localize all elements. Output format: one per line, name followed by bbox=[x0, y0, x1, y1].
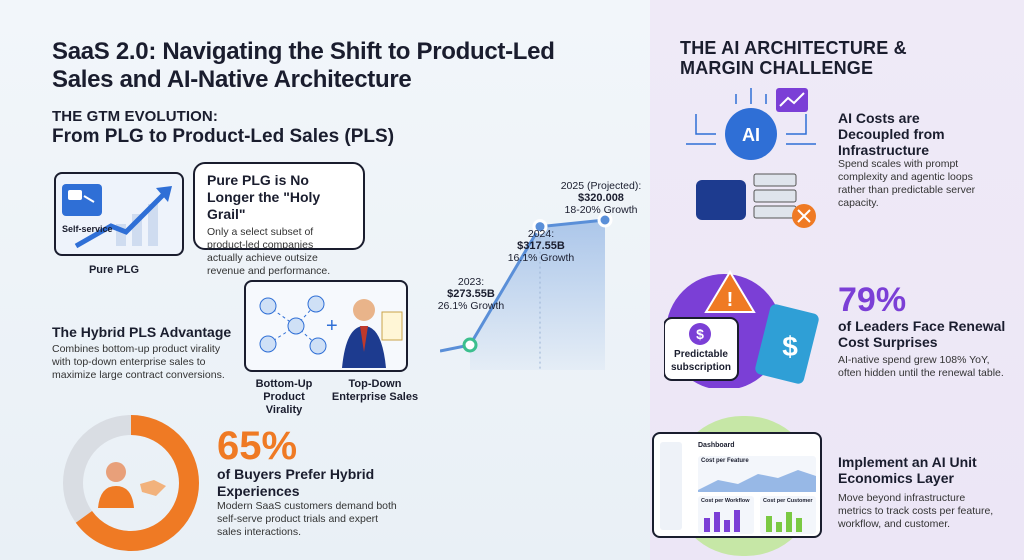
point-value-2024: $317.55B bbox=[517, 240, 565, 252]
ai-section-title: THE AI ARCHITECTURE & MARGIN CHALLENGE bbox=[680, 38, 907, 78]
dollar-icon bbox=[689, 323, 711, 345]
dashboard-sidebar bbox=[660, 442, 682, 530]
area-sparkline bbox=[698, 470, 816, 492]
market-growth-chart bbox=[440, 212, 613, 370]
plg-speech-bubble: Pure PLG is No Longer the "Holy Grail" O… bbox=[193, 162, 365, 277]
warning-icon bbox=[704, 270, 756, 313]
point-label-2024: 2024: $317.55B 16.1% Growth bbox=[504, 228, 578, 264]
dash-workflow-label: Cost per Workflow bbox=[701, 498, 750, 504]
dashboard-illustration: Dashboard Cost per Feature Cost per Work… bbox=[652, 432, 822, 538]
svg-text:$: $ bbox=[696, 326, 704, 342]
handshake-icon bbox=[140, 480, 166, 496]
buyers-percent: 65% bbox=[217, 424, 298, 468]
person-icon bbox=[106, 462, 126, 482]
workflow-bars bbox=[704, 510, 740, 532]
chart-point-2024 bbox=[532, 219, 548, 235]
buyers-donut-chart bbox=[63, 415, 199, 551]
point-growth-2024: 16.1% Growth bbox=[507, 252, 575, 264]
feature-panel: Cost per Feature bbox=[698, 456, 816, 492]
ai-architecture-illustration: AI bbox=[686, 88, 816, 228]
dash-feature-label: Cost per Feature bbox=[701, 458, 749, 464]
unit-economics-text: Move beyond infrastructure metrics to tr… bbox=[838, 492, 994, 530]
point-value-2025: $320.008 bbox=[578, 192, 624, 204]
subscription-label: Predictable subscription bbox=[670, 349, 731, 373]
decoupled-text: Spend scales with prompt complexity and … bbox=[838, 158, 976, 209]
point-label-2023: 2023: $273.55B 26.1% Growth bbox=[436, 276, 506, 312]
ai-chip-icon bbox=[725, 108, 777, 160]
gtm-heading: From PLG to Product-Led Sales (PLS) bbox=[52, 126, 395, 147]
self-service-label: Self-service bbox=[62, 224, 113, 234]
svg-text:$: $ bbox=[782, 331, 798, 362]
bottom-up-label: Bottom-Up Product Virality bbox=[255, 378, 313, 416]
chart-area-fill bbox=[470, 220, 605, 370]
chart-series-line bbox=[440, 218, 606, 353]
hybrid-title: The Hybrid PLS Advantage bbox=[52, 324, 232, 340]
svg-text:+: + bbox=[326, 315, 338, 337]
growth-arrow-icon bbox=[62, 184, 172, 249]
dash-customer-label: Cost per Customer bbox=[763, 498, 813, 504]
donut-progress-arc bbox=[63, 415, 199, 551]
workflow-panel: Cost per Workflow bbox=[698, 496, 754, 534]
buyers-text: Modern SaaS customers demand both self-s… bbox=[217, 500, 397, 538]
processor-icon bbox=[696, 180, 746, 220]
renewal-cost-illustration: ! $ $ bbox=[664, 270, 819, 388]
price-tag-icon bbox=[755, 304, 819, 384]
svg-text:!: ! bbox=[727, 289, 734, 311]
network-people-icon: + bbox=[259, 295, 403, 368]
hybrid-illustration: + bbox=[244, 280, 408, 372]
chart-point-2025 bbox=[597, 212, 613, 228]
point-year-2024: 2024: bbox=[527, 228, 555, 240]
point-value-2023: $273.55B bbox=[447, 288, 495, 300]
pure-plg-caption: Pure PLG bbox=[88, 264, 140, 276]
pure-plg-illustration bbox=[54, 172, 184, 256]
dashboard-title: Dashboard bbox=[698, 442, 735, 449]
point-growth-2025: 18-20% Growth bbox=[564, 204, 638, 216]
unit-economics-title: Implement an AI Unit Economics Layer bbox=[838, 454, 977, 486]
leaders-percent: 79% bbox=[838, 281, 907, 319]
chart-point-2023 bbox=[462, 337, 478, 353]
point-year-2023: 2023: bbox=[457, 276, 485, 288]
point-growth-2023: 26.1% Growth bbox=[437, 300, 505, 312]
leaders-text: AI-native spend grew 108% YoY, often hid… bbox=[838, 354, 1004, 379]
bubble-title: Pure PLG is No Longer the "Holy Grail" bbox=[207, 172, 321, 222]
point-label-2025: 2025 (Projected): $320.008 18-20% Growth bbox=[556, 180, 646, 216]
customer-bars bbox=[766, 512, 802, 532]
point-year-2025: 2025 (Projected): bbox=[560, 180, 642, 192]
hybrid-text: Combines bottom-up product virality with… bbox=[52, 343, 225, 381]
bubble-text: Only a select subset of product-led comp… bbox=[207, 226, 331, 277]
customer-panel: Cost per Customer bbox=[760, 496, 816, 534]
top-down-label: Top-Down Enterprise Sales bbox=[331, 378, 419, 403]
gtm-kicker: THE GTM EVOLUTION: bbox=[52, 108, 218, 125]
buyers-title: of Buyers Prefer Hybrid Experiences bbox=[217, 466, 375, 499]
ai-chip-label: AI bbox=[742, 125, 760, 145]
decoupled-title: AI Costs are Decoupled from Infrastructu… bbox=[838, 110, 945, 158]
leaders-title: of Leaders Face Renewal Cost Surprises bbox=[838, 318, 1006, 350]
page-title: SaaS 2.0: Navigating the Shift to Produc… bbox=[52, 38, 555, 93]
